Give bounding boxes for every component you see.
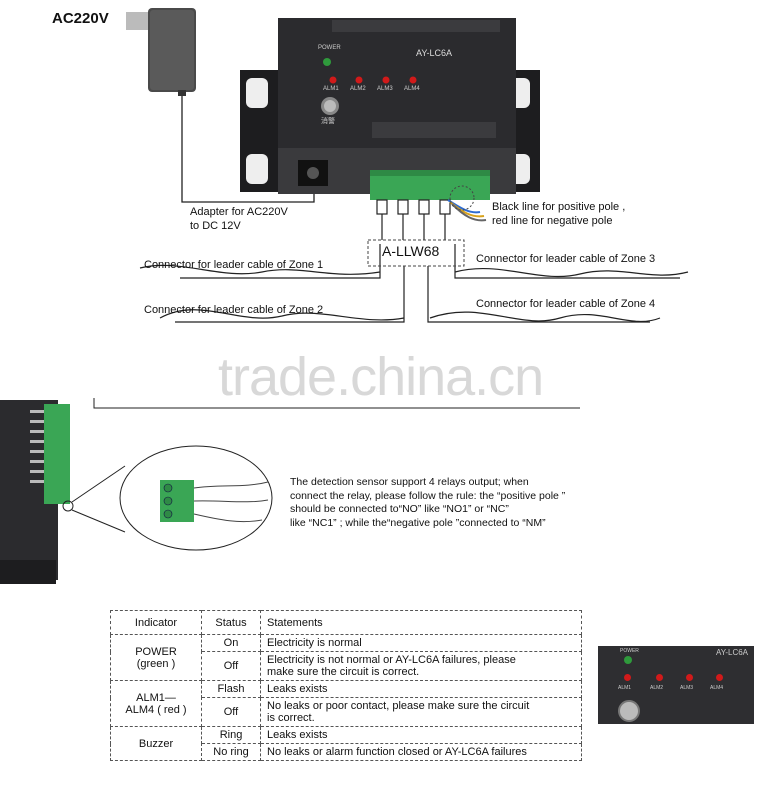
controller-device [240,18,540,194]
mute-button-label: 消警 [321,118,335,125]
statement-cell: Electricity is not normal or AY-LC6A fai… [260,651,582,681]
polarity-label-line1: Black line for positive pole , [492,201,626,213]
thumb-alm3-led [686,674,693,681]
thumb-mute-button [618,700,640,722]
alm1-led-label: ALM1 [323,86,339,92]
thumb-alm2-led [656,674,663,681]
wiring-diagram [0,0,766,340]
relay-note: The detection sensor support 4 relays ou… [290,476,610,530]
thumb-alm1-label: ALM1 [618,685,632,691]
device-panel-thumbnail: AY-LC6A POWER ALM1 ALM2 ALM3 ALM4 [598,646,754,724]
adapter-label-line2: to DC 12V [190,220,241,232]
relay-note-line: should be connected to“NO” like “NO1” or… [290,503,509,515]
statement-cell: Electricity is normal [260,634,582,652]
indicator-table: Indicator Status Statements POWER (green… [110,610,582,761]
thumb-alm2-label: ALM2 [650,685,664,691]
relay-note-line: like “NC1” ; while the“negative pole ”co… [290,516,546,529]
alm4-led-label: ALM4 [404,86,420,92]
statement-cell: Leaks exists [260,726,582,744]
indicator-cell: Buzzer [110,726,202,761]
status-cell: Off [201,697,261,727]
statement-cell: No leaks or poor contact, please make su… [260,697,582,727]
status-cell: Off [201,651,261,681]
zone-3-label: Connector for leader cable of Zone 3 [476,253,656,265]
relay-note-line: connect the relay, please follow the rul… [290,489,566,502]
thumb-alm3-label: ALM3 [680,685,694,691]
statement-cell: No leaks or alarm function closed or AY-… [260,743,582,761]
thumb-alm1-led [624,674,631,681]
relay-note-line: The detection sensor support 4 relays ou… [290,476,529,488]
thumb-alm4-label: ALM4 [710,685,724,691]
indicator-cell: ALM1— ALM4 ( red ) [110,680,202,727]
zone-2-label: Connector for leader cable of Zone 2 [144,304,324,316]
table-header: Indicator [110,610,202,635]
table-header: Status [201,610,261,635]
polarity-label-line2: red line for negative pole [492,215,613,227]
alm3-led-label: ALM3 [377,86,393,92]
status-cell: On [201,634,261,652]
zone-wires [139,199,689,323]
table-header: Statements [260,610,582,635]
relay-detail [0,370,766,600]
wiring-diagram-svg [126,8,689,323]
relay-zoom-circle [119,445,273,551]
sensor-wire-bundle [447,199,487,222]
power-adapter-icon [126,8,196,96]
power-led-label: POWER [318,45,341,51]
thumb-power-led [624,656,632,664]
ac-power-label: AC220V [52,10,109,27]
relay-detail-svg [0,398,580,584]
statement-cell: Leaks exists [260,680,582,698]
alm2-led-label: ALM2 [350,86,366,92]
zone-4-label: Connector for leader cable of Zone 4 [476,298,656,310]
model-box-label: A-LLW68 [382,243,440,259]
status-cell: Flash [201,680,261,698]
thumb-alm4-led [716,674,723,681]
status-cell: No ring [201,743,261,761]
thumb-power-label: POWER [620,648,639,654]
thumb-model-label: AY-LC6A [716,648,749,657]
adapter-label-line1: Adapter for AC220V [190,206,288,218]
status-cell: Ring [201,726,261,744]
indicator-cell: POWER (green ) [110,634,202,681]
device-model-label: AY-LC6A [416,48,453,58]
watermark: trade.china.cn [218,347,544,407]
zone-1-label: Connector for leader cable of Zone 1 [144,259,324,271]
